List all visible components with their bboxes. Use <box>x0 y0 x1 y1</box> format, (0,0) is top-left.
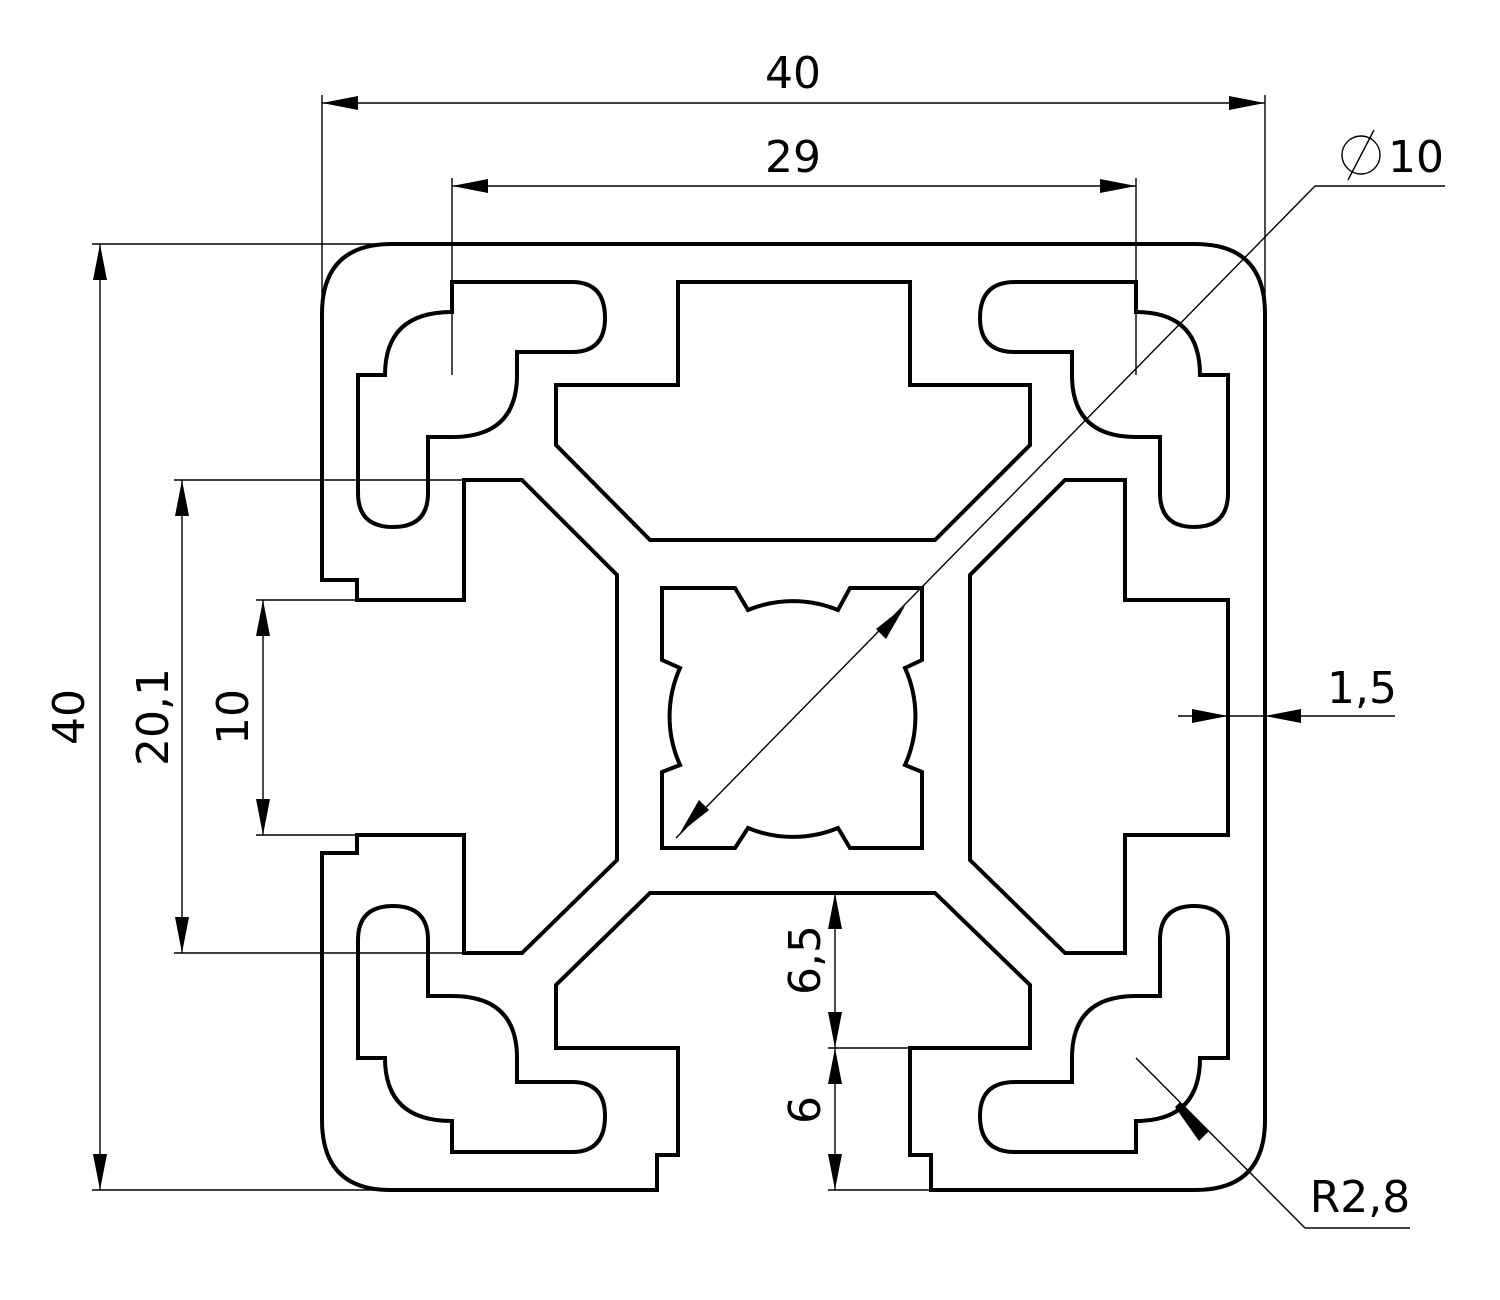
profile-cross-section <box>320 242 1267 1192</box>
label-slot-opening: 10 <box>208 689 259 745</box>
label-slot-lip-depth: 6 <box>780 1096 831 1124</box>
right-slot-cavity <box>968 478 1230 955</box>
label-overall-width: 40 <box>765 48 821 99</box>
dimension-labels: 40 29 ⌀ 10 1,5 40 20,1 10 6,5 6 R2,8 <box>44 48 1444 1223</box>
label-diameter-symbol: ⌀ <box>1348 130 1375 181</box>
core-bore <box>660 586 924 850</box>
label-corner-radius: R2,8 <box>1310 1172 1411 1223</box>
corner-cavity-bottom-right <box>977 903 1230 1154</box>
label-overall-height: 40 <box>44 689 95 745</box>
label-core-bore: 10 <box>1388 132 1444 183</box>
corner-cavity-top-left <box>356 280 608 530</box>
corner-cavity-top-right <box>977 280 1230 530</box>
outer-contour <box>320 242 1267 1192</box>
label-slot-spacing: 29 <box>765 132 821 183</box>
label-slot-depth: 20,1 <box>128 668 179 766</box>
label-slot-inner-depth: 6,5 <box>780 925 831 995</box>
label-wall-thickness: 1,5 <box>1327 663 1397 714</box>
corner-cavity-bottom-left <box>356 903 608 1154</box>
top-slot-cavity <box>554 280 1032 542</box>
dimension-lines <box>92 95 1445 1229</box>
